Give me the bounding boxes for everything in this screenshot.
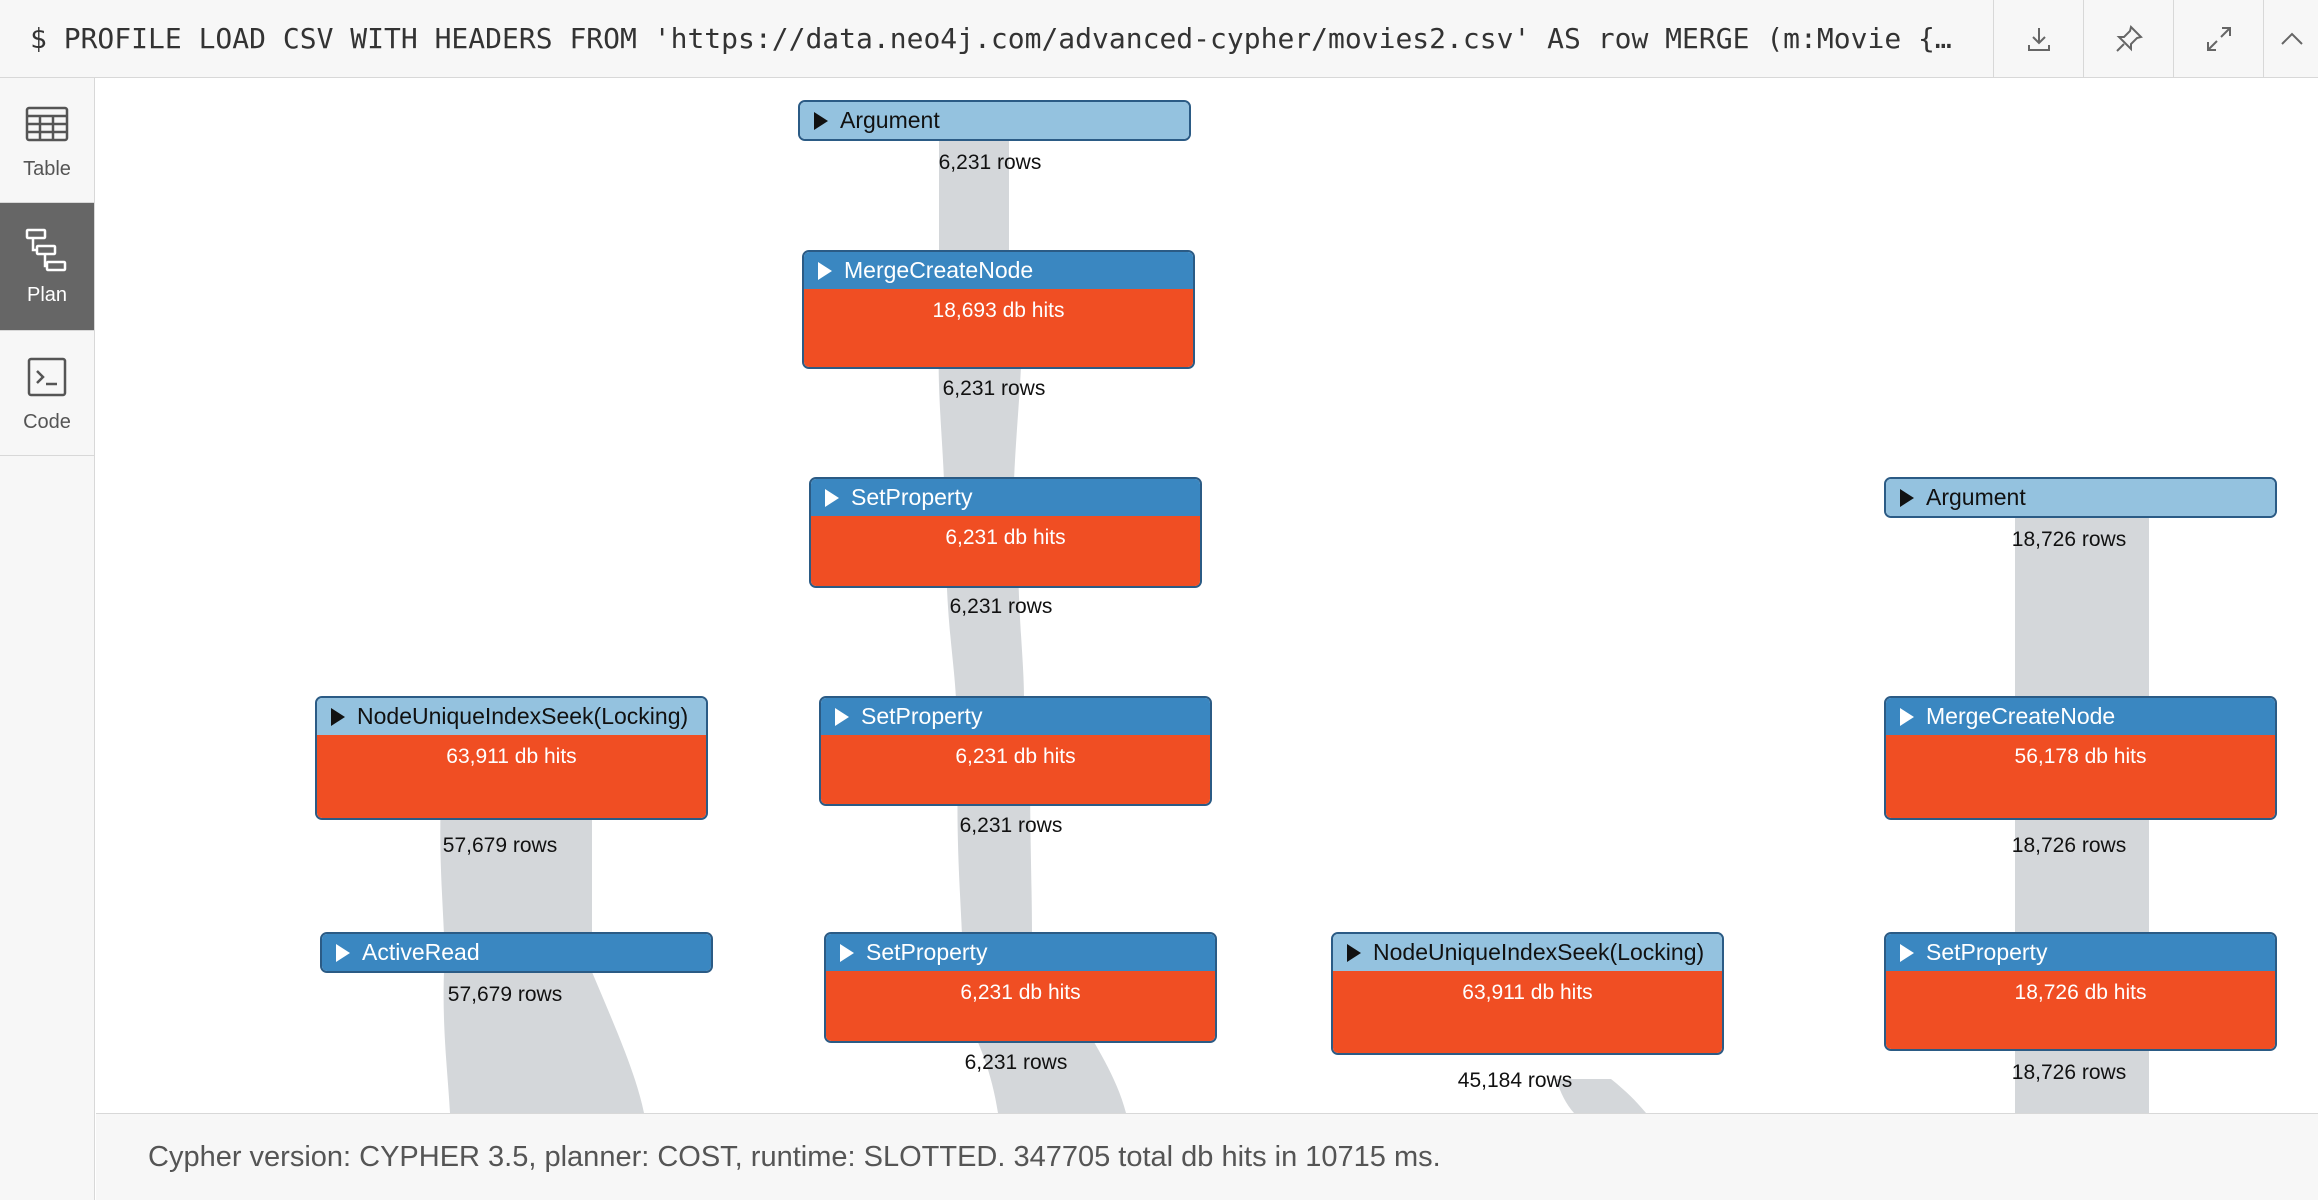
expand-triangle-icon — [814, 111, 828, 130]
rows-label: 6,231 rows — [964, 1051, 1068, 1074]
plan-node-nodeuniqueindexseek[interactable]: NodeUniqueIndexSeek(Locking) 63,911 db h… — [315, 696, 708, 820]
download-icon — [2028, 28, 2050, 51]
rows-label: 57,679 rows — [442, 834, 558, 857]
expand-triangle-icon — [1900, 488, 1914, 507]
flow-argument-to-mergecreatenode — [939, 135, 1009, 252]
pin-icon — [2116, 25, 2143, 52]
db-hits: 63,911 db hits — [317, 735, 706, 818]
query-bar: $ PROFILE LOAD CSV WITH HEADERS FROM 'ht… — [0, 0, 2318, 78]
operator-name: Argument — [840, 107, 940, 133]
db-hits: 63,911 db hits — [1333, 971, 1722, 1053]
rows-label: 18,726 rows — [2011, 834, 2127, 857]
sidebar-item-label: Table — [23, 157, 71, 180]
expand-triangle-icon — [336, 943, 350, 962]
expand-triangle-icon — [825, 488, 839, 507]
sidebar-item-table[interactable]: Table — [0, 78, 94, 203]
chevron-up-icon — [2280, 32, 2303, 45]
plan-node-setproperty[interactable]: SetProperty 6,231 db hits — [809, 477, 1202, 588]
db-hits: 18,726 db hits — [1886, 971, 2275, 1049]
rows-label: 6,231 rows — [942, 377, 1046, 400]
expand-button[interactable] — [2173, 0, 2264, 78]
plan-node-nodeuniqueindexseek[interactable]: NodeUniqueIndexSeek(Locking) 63,911 db h… — [1331, 932, 1724, 1055]
expand-triangle-icon — [818, 261, 832, 280]
operator-name: MergeCreateNode — [1926, 703, 2116, 729]
operator-name: MergeCreateNode — [844, 257, 1034, 283]
operator-name: ActiveRead — [362, 939, 480, 965]
plan-node-mergecreatenode[interactable]: MergeCreateNode 56,178 db hits — [1884, 696, 2277, 820]
plan-node-setproperty[interactable]: SetProperty 18,726 db hits — [1884, 932, 2277, 1051]
operator-name: NodeUniqueIndexSeek(Locking) — [1373, 939, 1705, 965]
db-hits: 56,178 db hits — [1886, 735, 2275, 818]
plan-node-setproperty[interactable]: SetProperty 6,231 db hits — [824, 932, 1217, 1043]
rows-label: 57,679 rows — [447, 983, 563, 1006]
flow-setproperty-to-setproperty-lower — [957, 764, 1032, 935]
expand-triangle-icon — [840, 943, 854, 962]
code-icon — [27, 357, 67, 396]
operator-name: SetProperty — [1926, 939, 2048, 965]
table-icon — [25, 106, 69, 141]
db-hits: 6,231 db hits — [821, 735, 1210, 804]
rows-label: 6,231 rows — [938, 151, 1042, 174]
expand-triangle-icon — [331, 707, 345, 726]
db-hits: 6,231 db hits — [826, 971, 1215, 1041]
expand-icon — [2207, 27, 2231, 51]
sidebar-item-label: Plan — [26, 284, 68, 306]
expand-triangle-icon — [1347, 943, 1361, 962]
plan-icon — [25, 228, 67, 272]
rows-label: 6,231 rows — [949, 595, 1053, 618]
plan-node-setproperty[interactable]: SetProperty 6,231 db hits — [819, 696, 1212, 806]
operator-name: SetProperty — [851, 484, 973, 510]
plan-node-argument[interactable]: Argument — [798, 100, 1191, 141]
db-hits: 6,231 db hits — [811, 516, 1200, 586]
sidebar-item-plan[interactable]: Plan — [0, 203, 94, 331]
query-text[interactable]: $ PROFILE LOAD CSV WITH HEADERS FROM 'ht… — [30, 22, 1952, 55]
flow-indexseek-middle-out — [1556, 1079, 1646, 1113]
collapse-button[interactable] — [2263, 0, 2318, 78]
expand-triangle-icon — [835, 707, 849, 726]
plan-canvas[interactable]: Argument 6,231 rows MergeCreateNode 18,6… — [96, 79, 2318, 1113]
download-button[interactable] — [1993, 0, 2084, 78]
db-hits: 18,693 db hits — [804, 289, 1193, 367]
pin-button[interactable] — [2083, 0, 2174, 78]
operator-name: NodeUniqueIndexSeek(Locking) — [357, 703, 689, 729]
rows-label: 6,231 rows — [959, 814, 1063, 837]
plan-node-mergecreatenode[interactable]: MergeCreateNode 18,693 db hits — [802, 250, 1195, 369]
view-sidebar: Table Plan Code — [0, 78, 95, 1200]
rows-label: 45,184 rows — [1457, 1069, 1573, 1092]
flow-activeread-out — [443, 972, 644, 1113]
rows-label: 18,726 rows — [2011, 1061, 2127, 1084]
operator-name: SetProperty — [861, 703, 983, 729]
plan-node-activeread[interactable]: ActiveRead — [320, 932, 713, 973]
expand-triangle-icon — [1900, 707, 1914, 726]
sidebar-item-label: Code — [23, 410, 71, 433]
sidebar-item-code[interactable]: Code — [0, 331, 94, 456]
expand-triangle-icon — [1900, 943, 1914, 962]
plan-summary-text: Cypher version: CYPHER 3.5, planner: COS… — [148, 1141, 1441, 1173]
operator-name: SetProperty — [866, 939, 988, 965]
plan-node-argument[interactable]: Argument — [1884, 477, 2277, 518]
rows-label: 18,726 rows — [2011, 528, 2127, 551]
flow-argument-to-mergecreatenode-right — [2015, 512, 2149, 699]
operator-name: Argument — [1926, 484, 2026, 510]
plan-summary-footer: Cypher version: CYPHER 3.5, planner: COS… — [96, 1113, 2318, 1200]
